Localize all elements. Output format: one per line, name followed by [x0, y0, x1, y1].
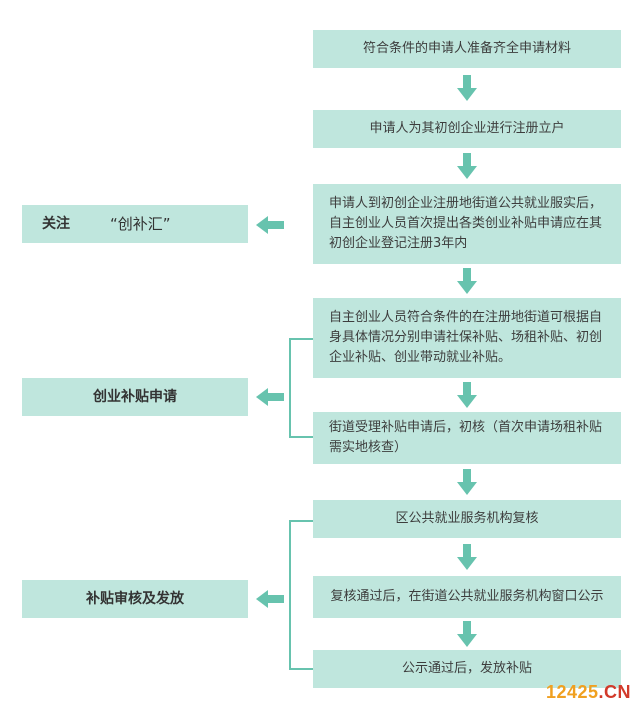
step-1-text: 符合条件的申请人准备齐全申请材料 — [362, 41, 571, 56]
down-arrow-icon — [457, 268, 477, 294]
review-bracket — [289, 520, 313, 670]
down-arrow-icon — [457, 382, 477, 408]
step-7-box: 复核通过后，在街道公共就业服务机构窗口公示 — [313, 576, 621, 618]
step-6-text: 区公共就业服务机构复核 — [395, 511, 539, 526]
step-2-text: 申请人为其初创企业进行注册立户 — [369, 121, 565, 136]
apply-label: 创业补贴申请 — [93, 389, 177, 405]
review-box: 补贴审核及发放 — [22, 580, 248, 618]
watermark-suffix: .CN — [598, 682, 631, 702]
step-5-box: 街道受理补贴申请后，初核（首次申请场租补贴需实地核查） — [313, 412, 621, 464]
follow-box: 关注 “创补汇” — [22, 205, 248, 243]
apply-box: 创业补贴申请 — [22, 378, 248, 416]
follow-name: “创补汇” — [110, 215, 171, 233]
left-arrow-icon — [256, 388, 284, 406]
left-arrow-icon — [256, 590, 284, 608]
step-3-box: 申请人到初创企业注册地街道公共就业服实后，自主创业人员首次提出各类创业补贴申请应… — [313, 184, 621, 264]
down-arrow-icon — [457, 75, 477, 101]
down-arrow-icon — [457, 544, 477, 570]
step-7-text: 复核通过后，在街道公共就业服务机构窗口公示 — [330, 589, 604, 604]
down-arrow-icon — [457, 621, 477, 647]
review-label: 补贴审核及发放 — [86, 591, 184, 607]
step-8-box: 公示通过后，发放补贴 — [313, 650, 621, 688]
apply-bracket — [289, 338, 313, 438]
step-4-box: 自主创业人员符合条件的在注册地街道可根据自身具体情况分别申请社保补贴、场租补贴、… — [313, 298, 621, 378]
step-5-text: 街道受理补贴申请后，初核（首次申请场租补贴需实地核查） — [329, 420, 603, 455]
step-2-box: 申请人为其初创企业进行注册立户 — [313, 110, 621, 148]
follow-label: 关注 — [42, 216, 70, 232]
step-3-text: 申请人到初创企业注册地街道公共就业服实后，自主创业人员首次提出各类创业补贴申请应… — [329, 196, 603, 251]
step-6-box: 区公共就业服务机构复核 — [313, 500, 621, 538]
down-arrow-icon — [457, 153, 477, 179]
left-arrow-icon — [256, 216, 284, 234]
watermark-number: 12425 — [545, 682, 599, 702]
step-4-text: 自主创业人员符合条件的在注册地街道可根据自身具体情况分别申请社保补贴、场租补贴、… — [329, 310, 603, 365]
step-1-box: 符合条件的申请人准备齐全申请材料 — [313, 30, 621, 68]
down-arrow-icon — [457, 469, 477, 495]
site-watermark: 12425.CN — [546, 682, 631, 703]
step-8-text: 公示通过后，发放补贴 — [401, 661, 532, 676]
